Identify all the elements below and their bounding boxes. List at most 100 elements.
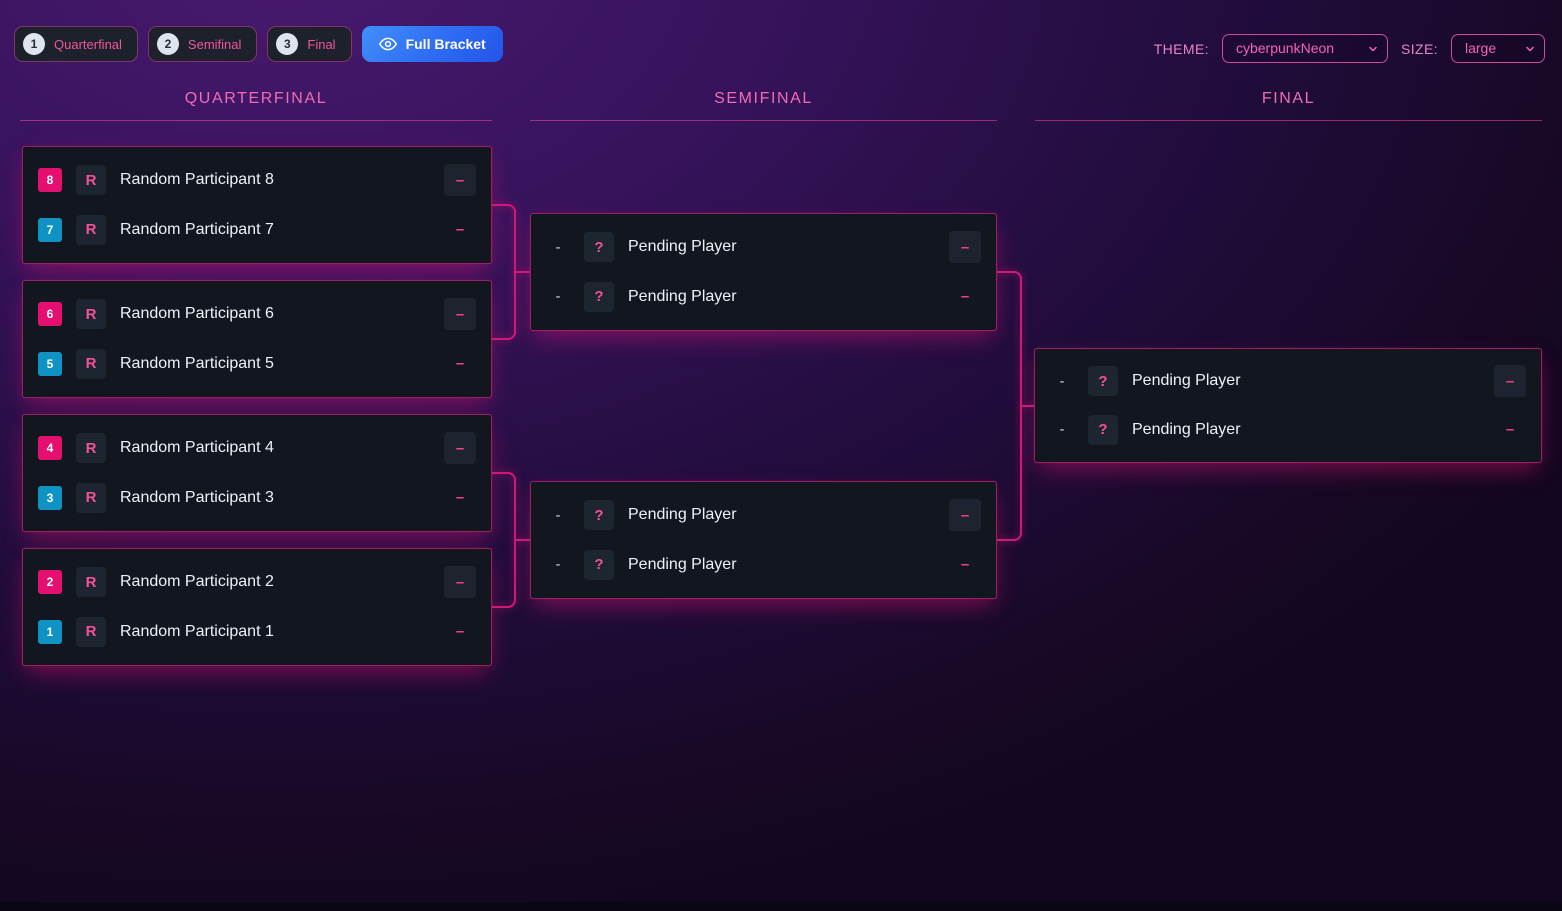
seed-badge: 8 (38, 168, 62, 193)
eye-icon (378, 35, 397, 53)
match-card: -? Pending Player – -? Pending Player – (1034, 348, 1542, 463)
player-name: Random Participant 7 (120, 220, 274, 238)
player-row[interactable]: -?Pending Player– (531, 499, 996, 532)
player-name: Random Participant 1 (120, 622, 274, 640)
step-number-badge: 2 (156, 33, 179, 55)
theme-label: THEME: (1153, 40, 1209, 57)
score-value[interactable]: – (960, 556, 970, 574)
theme-select-wrap: cyberpunkNeon (1221, 34, 1388, 63)
player-name: Random Participant 6 (120, 305, 274, 323)
display-controls: THEME: cyberpunkNeon SIZE: large (1154, 34, 1545, 63)
score-value[interactable]: – (444, 566, 476, 599)
seed-badge: - (1059, 372, 1065, 390)
step-number-badge: 3 (276, 33, 299, 55)
player-row[interactable]: -? Pending Player – (1035, 365, 1541, 398)
connector-to-final (1021, 405, 1034, 407)
connector-qf1-qf2 (492, 204, 516, 340)
full-bracket-button[interactable]: Full Bracket (361, 26, 503, 62)
score-value[interactable]: – (949, 499, 981, 532)
player-name: Pending Player (628, 287, 737, 305)
participant-avatar: R (76, 165, 106, 196)
player-name: Pending Player (1132, 420, 1241, 438)
score-value[interactable]: – (960, 288, 970, 306)
pending-avatar: ? (584, 232, 614, 263)
participant-avatar: R (76, 433, 106, 464)
step-button-quarterfinal[interactable]: 1 Quarterfinal (14, 26, 138, 62)
step-number-badge: 1 (23, 33, 45, 55)
round-header-quarterfinal: QUARTERFINAL (20, 90, 492, 121)
score-value[interactable]: – (1505, 421, 1515, 439)
score-value[interactable]: – (455, 623, 465, 641)
participant-avatar: R (76, 348, 106, 379)
connector-qf3-qf4 (492, 472, 516, 608)
player-row[interactable]: -? Pending Player – (1035, 414, 1541, 446)
seed-badge: - (555, 556, 561, 574)
connector-to-sf1 (515, 271, 530, 273)
connector-to-sf2 (515, 539, 530, 541)
score-value[interactable]: – (455, 355, 465, 373)
pending-avatar: ? (1088, 414, 1118, 445)
seed-badge: - (555, 288, 561, 306)
player-name: Pending Player (1132, 372, 1241, 390)
step-label: Semifinal (187, 36, 242, 52)
player-row[interactable]: -? Pending Player – (531, 281, 996, 313)
participant-avatar: R (76, 616, 106, 647)
match-card: -?Pending Player–-?Pending Player– (530, 481, 997, 599)
toolbar: 1 Quarterfinal 2 Semifinal 3 Final Full … (14, 26, 503, 62)
seed-badge: - (555, 506, 561, 524)
score-value[interactable]: – (455, 221, 465, 239)
pending-avatar: ? (584, 500, 614, 531)
score-value[interactable]: – (444, 298, 476, 331)
player-row[interactable]: -? Pending Player – (531, 549, 996, 581)
pending-avatar: ? (584, 281, 614, 312)
connector-sf1-sf2 (997, 271, 1022, 541)
player-name: Random Participant 3 (120, 488, 274, 506)
seed-badge: 4 (38, 436, 62, 461)
pending-avatar: ? (584, 549, 614, 580)
score-value[interactable]: – (444, 432, 476, 465)
participant-avatar: R (76, 482, 106, 513)
seed-badge: 1 (38, 619, 62, 644)
size-label: SIZE: (1400, 40, 1438, 57)
seed-badge: 7 (38, 217, 62, 242)
bottom-strip (0, 902, 1562, 911)
player-name: Pending Player (628, 238, 737, 256)
participant-avatar: R (76, 214, 106, 245)
step-button-final[interactable]: 3 Final (267, 26, 352, 62)
step-button-semifinal[interactable]: 2 Semifinal (147, 26, 258, 62)
round-header-final: FINAL (1035, 90, 1542, 121)
match-card: -? Pending Player – -? Pending Player – (530, 213, 997, 331)
round-header-semifinal: SEMIFINAL (530, 90, 997, 121)
step-label: Quarterfinal (54, 36, 122, 52)
seed-badge: 5 (38, 351, 62, 376)
pending-avatar: ? (1088, 366, 1118, 397)
score-value[interactable]: – (1494, 365, 1526, 398)
score-value[interactable]: – (455, 489, 465, 507)
player-row[interactable]: -? Pending Player – (531, 231, 996, 264)
participant-avatar: R (76, 299, 106, 330)
score-value[interactable]: – (949, 231, 981, 264)
score-value[interactable]: – (444, 164, 476, 197)
participant-avatar: R (76, 567, 106, 598)
theme-select[interactable]: cyberpunkNeon (1221, 34, 1388, 63)
player-name: Random Participant 5 (120, 354, 274, 372)
step-label: Final (307, 36, 336, 52)
seed-badge: - (1059, 421, 1065, 439)
size-select[interactable]: large (1451, 34, 1545, 63)
seed-badge: 6 (38, 302, 62, 327)
player-name: Pending Player (628, 555, 737, 573)
seed-badge: - (555, 238, 561, 256)
seed-badge: 3 (38, 485, 62, 510)
size-select-wrap: large (1451, 34, 1545, 63)
full-bracket-label: Full Bracket (405, 36, 486, 52)
